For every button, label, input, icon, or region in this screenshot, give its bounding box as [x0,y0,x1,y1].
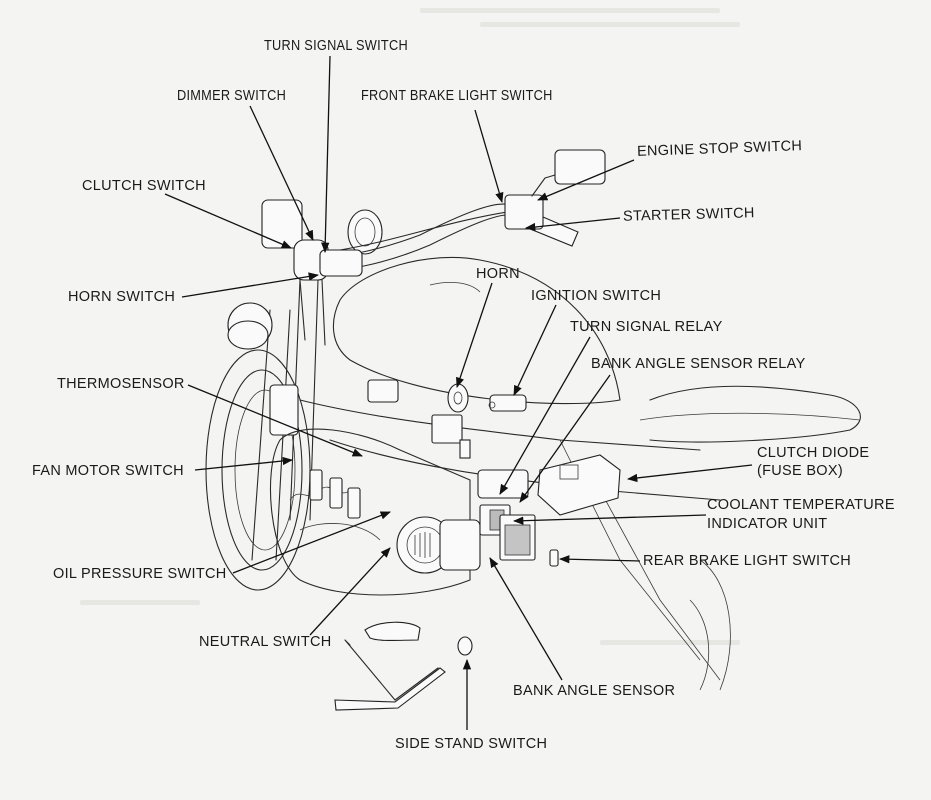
leader-turn-signal-relay [499,336,591,495]
label-oil-pressure-switch: OIL PRESSURE SWITCH [53,566,227,582]
rear-brake-switch-body [549,549,559,567]
label-starter-switch: STARTER SWITCH [622,205,755,225]
left-switch-housing [293,239,363,346]
leader-fan-motor-switch [194,456,294,471]
side-stand-switch-body [457,636,473,656]
bleed-through-text [420,8,720,13]
label-coolant-temp-line2: INDICATOR UNIT [707,516,828,532]
bleed-through-text [600,640,740,645]
regulator [367,379,399,403]
side-stand [334,639,446,711]
leader-neutral-switch [309,547,391,636]
label-clutch-switch: CLUTCH SWITCH [82,178,206,194]
label-fan-motor-switch: FAN MOTOR SWITCH [32,463,184,479]
headlight [227,302,273,350]
handlebars [294,174,579,272]
fuse-box [537,454,621,516]
connectors [431,414,471,459]
alternator [396,516,481,574]
left-mirror [261,199,303,249]
rear-wheel-hint [689,559,731,691]
leader-starter-switch [524,217,621,232]
horn-body [447,383,469,413]
leader-oil-pressure-switch [232,511,391,574]
label-rear-brake-light-switch: REAR BRAKE LIGHT SWITCH [643,553,852,569]
leader-bank-angle-sensor [489,557,563,681]
leader-clutch-diode [626,464,753,483]
leader-turn-signal-switch [321,55,331,254]
label-neutral-switch: NEUTRAL SWITCH [199,634,332,650]
leader-lines [164,55,753,730]
leader-horn-switch [181,272,320,298]
leader-engine-stop-switch [537,159,635,201]
label-thermosensor: THERMOSENSOR [57,376,185,392]
spark-plugs [309,469,361,519]
bleed-through-text [80,600,200,605]
footpeg [364,621,421,642]
leader-horn [456,282,493,388]
front-wheel [205,349,311,591]
engine [269,428,471,596]
leader-bank-angle-sensor-relay [519,374,611,503]
leader-ignition-switch [513,304,557,396]
leader-dimmer-switch [249,105,314,241]
label-clutch-diode-line1: CLUTCH DIODE [757,445,870,461]
leader-clutch-switch [164,193,292,249]
right-mirror [554,149,606,185]
label-clutch-diode-line2: (FUSE BOX) [757,463,843,479]
ignition-switch-body [488,394,527,412]
label-front-brake-light-switch: FRONT BRAKE LIGHT SWITCH [361,88,553,104]
label-bank-angle-sensor-relay: BANK ANGLE SENSOR RELAY [591,356,806,372]
leader-coolant-temp-unit [512,514,707,525]
bleed-through-text [480,22,740,27]
leader-thermosensor [187,384,363,457]
label-ignition-switch: IGNITION SWITCH [531,288,662,304]
leader-front-brake-light-switch [474,109,504,203]
label-bank-angle-sensor: BANK ANGLE SENSOR [513,683,676,699]
label-dimmer-switch: DIMMER SWITCH [177,88,287,104]
label-horn-switch: HORN SWITCH [68,289,176,305]
front-fork [251,279,319,561]
label-coolant-temp-line1: COOLANT TEMPERATURE [707,497,895,513]
label-horn: HORN [476,266,520,282]
leader-rear-brake-light-switch [558,555,641,564]
label-side-stand-switch: SIDE STAND SWITCH [395,736,548,752]
seat [639,385,861,443]
label-turn-signal-relay: TURN SIGNAL RELAY [570,319,723,335]
label-turn-signal-switch: TURN SIGNAL SWITCH [264,38,408,54]
fuel-tank [332,256,621,405]
